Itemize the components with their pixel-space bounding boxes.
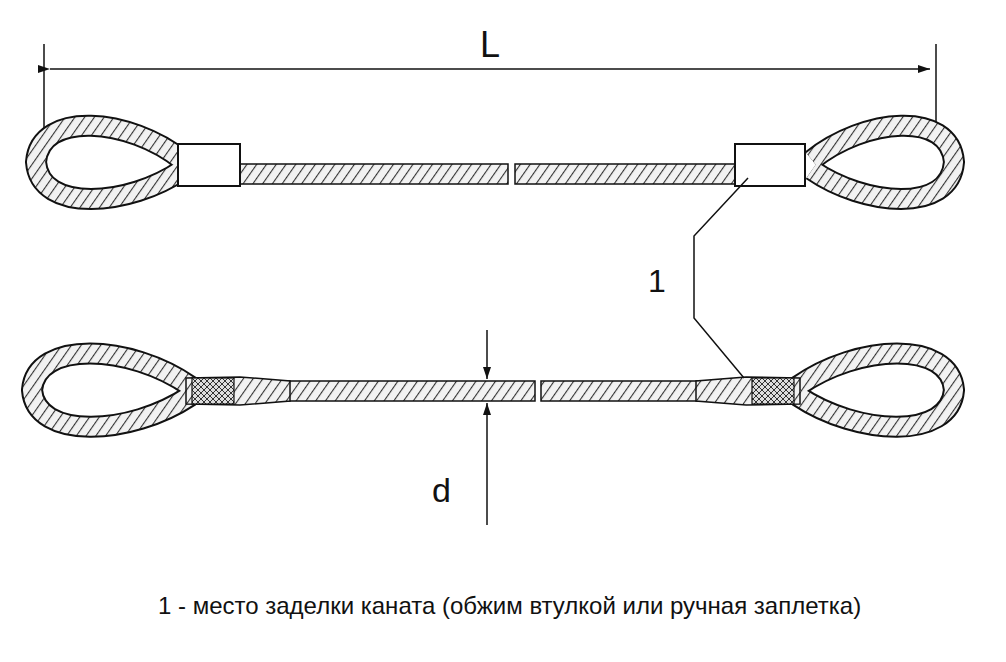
sling-ferrule [36,126,954,199]
dimension-d [486,330,488,525]
leader-line [694,178,748,378]
dimension-label: L [480,27,500,63]
dimension-label: d [432,473,451,507]
callout-number: 1 [648,265,666,297]
sling-splice [32,354,954,427]
caption: 1 - место заделки каната (обжим втулкой … [158,594,861,618]
